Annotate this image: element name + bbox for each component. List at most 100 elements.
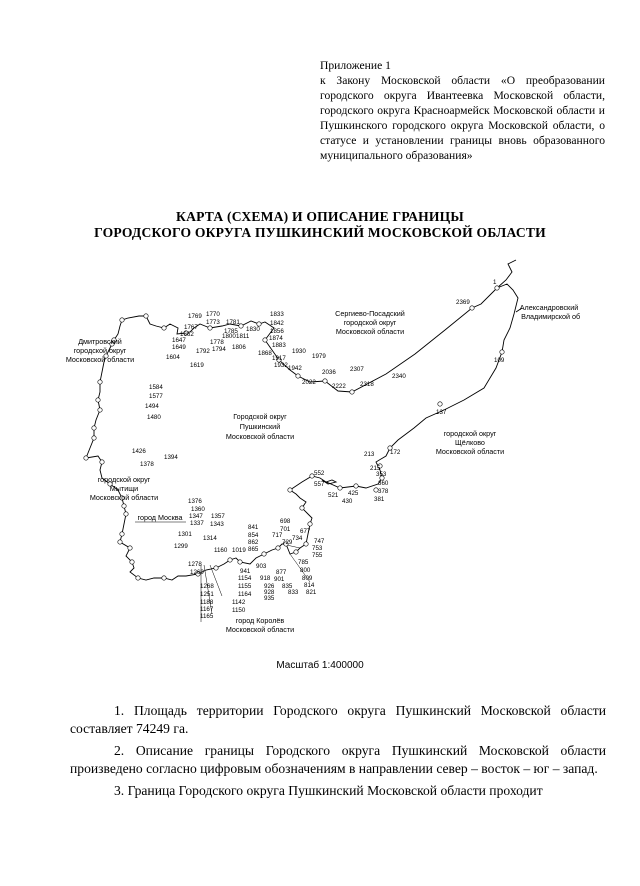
point-label: 1979 [312,353,326,360]
point-label: 2307 [350,366,364,373]
point-label: 1494 [145,403,159,410]
point-label: 1856 [270,328,284,335]
point-label: 903 [256,563,267,570]
point-label: 1394 [164,454,178,461]
point-label: 1154 [238,575,252,582]
point-label: 918 [260,575,271,582]
point-labels: 1 2369 109 137 172 213 215 353 360 378 3… [132,279,505,620]
point-label: 833 [288,589,299,596]
point-label: 1150 [232,607,246,614]
point-label: 381 [374,496,385,503]
point-label: 378 [378,488,389,495]
point-label: 800 [300,567,311,574]
point-label: 2340 [392,373,406,380]
point-label: 1299 [174,543,188,550]
point-label: 2318 [360,381,374,388]
point-label: 1662 [180,331,194,338]
point-label: 809 [302,575,313,582]
point-label: 1268 [200,583,214,590]
point-label: 1767 [184,324,198,331]
point-label: 901 [274,576,285,583]
point-label: 926 [264,583,275,590]
annex-text: к Закону Московской области «О преобразо… [320,74,605,162]
point-label: 1167 [200,606,214,613]
point-label: 109 [494,357,505,364]
point-label: 1649 [172,344,186,351]
point-label: 1792 [196,348,210,355]
point-label: 1619 [190,362,204,369]
point-label: 1868 [258,350,272,357]
point-label: 935 [264,595,275,602]
point-label: 1647 [172,337,186,344]
point-label: 814 [304,582,315,589]
point-label: 1842 [270,320,284,327]
point-label: 854 [248,532,259,539]
point-label: 1155 [238,583,252,590]
vertex-markers [83,285,505,581]
point-label: 1343 [210,521,224,528]
point-label: 1604 [166,354,180,361]
point-label: 677 [300,528,311,535]
point-label: 1806 [232,344,246,351]
point-label: 1301 [178,531,192,538]
point-label: 734 [292,535,303,542]
point-label: 753 [312,545,323,552]
point-label: 1794 [212,346,226,353]
paragraph-2: 2. Описание границы Городского округа Пу… [70,743,606,776]
point-label: 1142 [232,599,246,606]
point-label: 1376 [188,498,202,505]
title-line-2: ГОРОДСКОГО ОКРУГА ПУШКИНСКИЙ МОСКОВСКОЙ … [94,225,546,240]
point-label: 137 [436,409,447,416]
point-label: 1188 [200,599,214,606]
point-label: 1584 [149,384,163,391]
point-label: 1278 [188,561,202,568]
point-label: 213 [364,451,375,458]
point-label: 1360 [191,506,205,513]
point-label: 1269 [190,569,204,576]
point-label: 1378 [140,461,154,468]
point-label: 1357 [211,513,225,520]
point-label: 353 [376,471,387,478]
point-label: 1770 [206,311,220,318]
description-text: 1. Площадь территории Городского округа … [70,702,606,804]
point-label: 1883 [272,342,286,349]
point-label: 1830 [246,326,260,333]
point-label: 1164 [238,591,252,598]
point-label: 1347 [189,513,203,520]
point-label: 841 [248,524,259,531]
point-label: 1833 [270,311,284,318]
point-label: 2022 [302,379,316,386]
point-label: 1800 [222,333,236,340]
point-label: 1811 [236,333,250,340]
point-label: 1160 [214,547,228,554]
point-label: 698 [280,518,291,525]
leader-lines [200,543,311,622]
point-label: 1019 [232,547,246,554]
point-label: 552 [314,470,325,477]
point-label: 1773 [206,319,220,326]
point-label: 1480 [147,414,161,421]
point-label: 821 [306,589,317,596]
point-label: 928 [264,589,275,596]
point-label: 2036 [322,369,336,376]
point-label: 1337 [190,520,204,527]
point-label: 755 [312,552,323,559]
point-label: 2369 [456,299,470,306]
point-label: 1 [493,279,497,286]
point-label: 701 [280,526,291,533]
point-label: 1942 [288,365,302,372]
point-label: 215 [370,465,381,472]
point-label: 877 [276,569,287,576]
point-label: 1165 [200,613,214,620]
point-label: 1917 [272,355,286,362]
point-label: 1785 [224,328,238,335]
point-label: 729 [282,539,293,546]
point-label: 1781 [226,319,240,326]
point-label: 1769 [188,313,202,320]
point-label: 785 [298,559,309,566]
